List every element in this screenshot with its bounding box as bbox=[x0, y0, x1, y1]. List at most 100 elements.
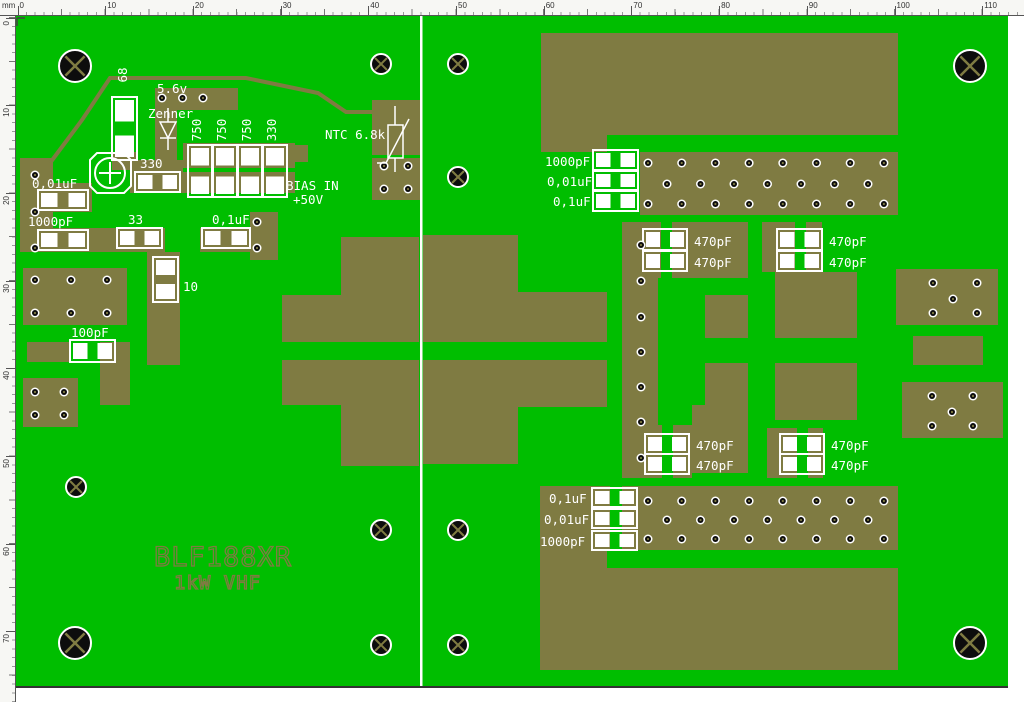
copper-pour[interactable] bbox=[775, 272, 857, 338]
copper-pour[interactable] bbox=[423, 235, 518, 292]
smd-pad[interactable] bbox=[783, 437, 797, 451]
smd-component-outline[interactable] bbox=[111, 96, 138, 161]
smd-pad[interactable] bbox=[620, 174, 636, 187]
smd-component-outline[interactable] bbox=[644, 453, 690, 475]
copper-pour[interactable] bbox=[423, 292, 607, 342]
copper-pour[interactable] bbox=[913, 336, 983, 365]
silkscreen-label[interactable]: 0,01uF bbox=[547, 174, 592, 189]
silkscreen-label[interactable]: 750 bbox=[239, 119, 254, 142]
smd-component-outline[interactable] bbox=[779, 453, 825, 475]
silkscreen-label[interactable]: 470pF bbox=[829, 255, 867, 270]
smd-pad[interactable] bbox=[596, 174, 611, 187]
copper-trace[interactable] bbox=[48, 76, 374, 165]
smd-pad[interactable] bbox=[156, 284, 175, 299]
copper-pour[interactable] bbox=[155, 88, 238, 110]
copper-pour[interactable] bbox=[423, 407, 518, 464]
silkscreen-label[interactable]: 750 bbox=[214, 119, 229, 142]
silkscreen-label[interactable]: 100pF bbox=[71, 325, 109, 340]
smd-pad[interactable] bbox=[780, 254, 795, 268]
smd-pad[interactable] bbox=[241, 148, 259, 166]
copper-pour[interactable] bbox=[282, 295, 419, 342]
smd-component-outline[interactable] bbox=[116, 227, 163, 249]
silkscreen-label[interactable]: Zenner bbox=[148, 106, 194, 121]
silkscreen-label[interactable]: 1000pF bbox=[540, 534, 585, 549]
smd-pad[interactable] bbox=[595, 491, 610, 504]
silkscreen-label[interactable]: 470pF bbox=[696, 458, 734, 473]
silkscreen-label[interactable]: NTC 6.8k bbox=[325, 127, 386, 142]
smd-pad[interactable] bbox=[191, 176, 209, 195]
smd-pad[interactable] bbox=[41, 233, 58, 247]
smd-component-outline[interactable] bbox=[591, 487, 638, 508]
smd-pad[interactable] bbox=[619, 491, 635, 504]
smd-pad[interactable] bbox=[619, 534, 635, 547]
smd-pad[interactable] bbox=[115, 100, 134, 122]
smd-pad[interactable] bbox=[266, 148, 284, 166]
smd-pad[interactable] bbox=[144, 231, 160, 245]
smd-pad[interactable] bbox=[804, 232, 820, 247]
smd-pad[interactable] bbox=[595, 534, 610, 547]
silkscreen-label[interactable]: 470pF bbox=[831, 458, 869, 473]
smd-pad[interactable] bbox=[68, 233, 86, 247]
copper-pour[interactable] bbox=[23, 378, 78, 427]
smd-component-outline[interactable] bbox=[776, 250, 823, 272]
smd-pad[interactable] bbox=[216, 148, 234, 166]
copper-text-label[interactable]: 1kW VHF bbox=[173, 571, 261, 594]
smd-pad[interactable] bbox=[191, 148, 209, 166]
silkscreen-label[interactable]: +50V bbox=[293, 192, 324, 207]
smd-component-outline[interactable] bbox=[591, 530, 638, 551]
smd-pad[interactable] bbox=[807, 437, 821, 451]
smd-pad[interactable] bbox=[807, 457, 821, 471]
silkscreen-label[interactable]: 750 bbox=[189, 119, 204, 142]
smd-pad[interactable] bbox=[596, 153, 611, 167]
smd-pad[interactable] bbox=[241, 176, 259, 195]
silkscreen-label[interactable]: 330 bbox=[140, 156, 163, 171]
smd-pad[interactable] bbox=[670, 232, 684, 247]
smd-pad[interactable] bbox=[648, 437, 662, 451]
smd-pad[interactable] bbox=[619, 512, 635, 525]
smd-pad[interactable] bbox=[670, 254, 684, 268]
copper-pour[interactable] bbox=[423, 360, 607, 407]
silkscreen-label[interactable]: 470pF bbox=[829, 234, 867, 249]
smd-pad[interactable] bbox=[156, 260, 175, 275]
copper-pour[interactable] bbox=[372, 100, 420, 155]
silkscreen-label[interactable]: 33 bbox=[128, 212, 143, 227]
smd-pad[interactable] bbox=[120, 231, 135, 245]
copper-pour[interactable] bbox=[341, 237, 419, 295]
smd-component-outline[interactable] bbox=[642, 250, 688, 272]
smd-component-outline[interactable] bbox=[592, 190, 639, 212]
copper-text-label[interactable]: BLF188XR bbox=[153, 541, 292, 573]
copper-pour[interactable] bbox=[341, 405, 419, 466]
smd-pad[interactable] bbox=[231, 231, 248, 245]
copper-pour[interactable] bbox=[541, 33, 898, 135]
smd-pad[interactable] bbox=[41, 193, 58, 207]
smd-pad[interactable] bbox=[115, 135, 134, 158]
smd-component-outline[interactable] bbox=[152, 256, 179, 303]
silkscreen-label[interactable]: 0,1uF bbox=[549, 491, 587, 506]
silkscreen-label[interactable]: 0,1uF bbox=[553, 194, 591, 209]
smd-pad[interactable] bbox=[138, 175, 153, 189]
copper-pour[interactable] bbox=[290, 145, 308, 162]
smd-component-outline[interactable] bbox=[591, 508, 638, 529]
smd-pad[interactable] bbox=[672, 457, 686, 471]
smd-pad[interactable] bbox=[646, 232, 660, 247]
smd-pad[interactable] bbox=[205, 231, 221, 245]
smd-pad[interactable] bbox=[783, 457, 797, 471]
smd-pad[interactable] bbox=[595, 512, 610, 525]
smd-pad[interactable] bbox=[620, 153, 636, 167]
smd-pad[interactable] bbox=[648, 457, 662, 471]
smd-pad[interactable] bbox=[73, 343, 88, 359]
copper-pour[interactable] bbox=[775, 363, 857, 420]
copper-pour[interactable] bbox=[23, 268, 127, 325]
smd-pad[interactable] bbox=[780, 232, 795, 247]
smd-pad[interactable] bbox=[162, 175, 178, 189]
copper-pour[interactable] bbox=[540, 568, 898, 670]
copper-pour[interactable] bbox=[282, 360, 419, 405]
copper-pour[interactable] bbox=[692, 405, 748, 473]
copper-pour[interactable] bbox=[540, 550, 607, 568]
copper-pour[interactable] bbox=[705, 295, 748, 338]
silkscreen-label[interactable]: 0,1uF bbox=[212, 212, 250, 227]
copper-pour[interactable] bbox=[27, 342, 70, 362]
silkscreen-label[interactable]: 0,01uF bbox=[544, 512, 589, 527]
silkscreen-label[interactable]: 330 bbox=[264, 119, 279, 142]
smd-pad[interactable] bbox=[620, 194, 636, 208]
